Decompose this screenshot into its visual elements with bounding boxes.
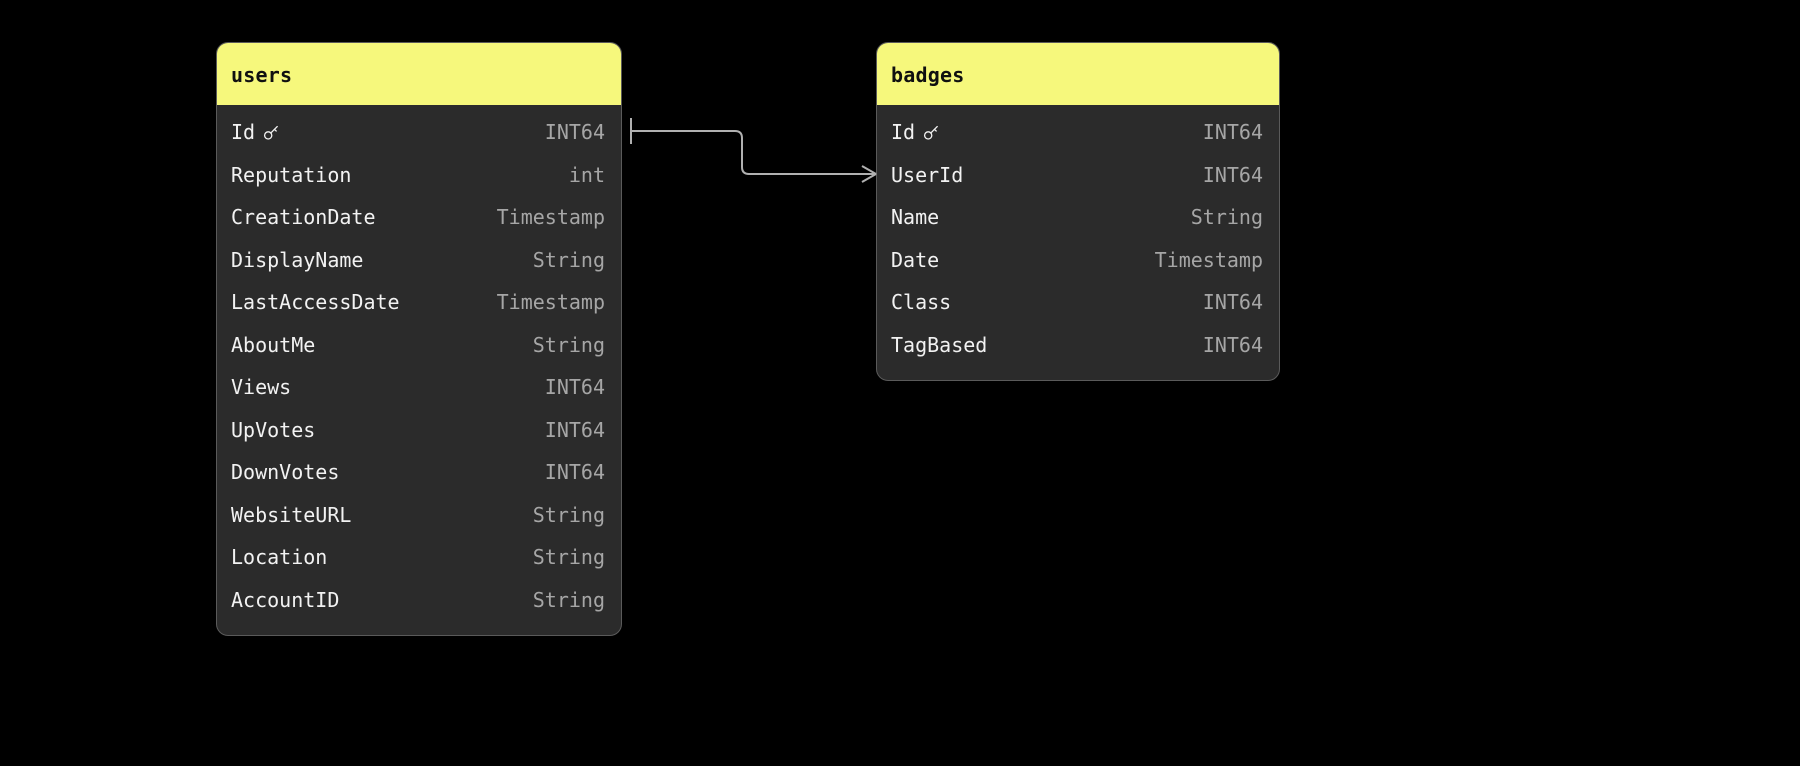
entity-badges[interactable]: badges Id INT64 UserId INT6 (876, 42, 1280, 381)
field-row-users-id[interactable]: Id INT64 (217, 111, 621, 154)
field-name: DisplayName (231, 247, 364, 272)
field-type: Timestamp (1154, 247, 1263, 272)
entity-users-title: users (217, 43, 621, 105)
crows-foot-marker (860, 165, 877, 183)
relationship-line (631, 130, 866, 175)
field-name: CreationDate (231, 205, 376, 230)
field-name: DownVotes (231, 460, 340, 485)
field-type: Timestamp (496, 290, 605, 315)
field-name: Date (891, 247, 940, 272)
field-row-badges-class[interactable]: Class INT64 (877, 281, 1279, 324)
field-row-users-lastaccessdate[interactable]: LastAccessDate Timestamp (217, 281, 621, 324)
field-type: String (532, 332, 605, 357)
entity-users-fields: Id INT64 Reputation int CreationDate (217, 105, 621, 635)
field-type: String (532, 247, 605, 272)
field-row-users-creationdate[interactable]: CreationDate Timestamp (217, 196, 621, 239)
field-type: INT64 (544, 375, 605, 400)
field-row-badges-date[interactable]: Date Timestamp (877, 239, 1279, 282)
field-row-badges-tagbased[interactable]: TagBased INT64 (877, 324, 1279, 367)
field-type: String (532, 587, 605, 612)
field-label: Id (891, 120, 916, 145)
field-row-users-views[interactable]: Views INT64 (217, 366, 621, 409)
field-label: Id (231, 120, 256, 145)
field-row-users-location[interactable]: Location String (217, 536, 621, 579)
field-name: AccountID (231, 587, 340, 612)
entity-badges-fields: Id INT64 UserId INT64 Name S (877, 105, 1279, 380)
field-name: AboutMe (231, 332, 316, 357)
field-type: INT64 (544, 120, 605, 145)
entity-badges-title: badges (877, 43, 1279, 105)
field-row-badges-userid[interactable]: UserId INT64 (877, 154, 1279, 197)
field-type: Timestamp (496, 205, 605, 230)
field-type: INT64 (1202, 290, 1263, 315)
field-type: int (568, 162, 605, 187)
field-type: INT64 (544, 417, 605, 442)
entity-users[interactable]: users Id INT64 Reputation i (216, 42, 622, 636)
field-name: Location (231, 545, 328, 570)
field-row-users-websiteurl[interactable]: WebsiteURL String (217, 494, 621, 537)
field-type: INT64 (1202, 120, 1263, 145)
field-row-users-aboutme[interactable]: AboutMe String (217, 324, 621, 367)
field-row-badges-id[interactable]: Id INT64 (877, 111, 1279, 154)
key-icon (262, 124, 280, 142)
field-type: INT64 (1202, 162, 1263, 187)
field-type: String (532, 545, 605, 570)
field-name: LastAccessDate (231, 290, 400, 315)
field-row-users-accountid[interactable]: AccountID String (217, 579, 621, 622)
field-name: Id (231, 120, 280, 144)
field-row-users-downvotes[interactable]: DownVotes INT64 (217, 451, 621, 494)
field-type: INT64 (1202, 332, 1263, 357)
field-row-users-upvotes[interactable]: UpVotes INT64 (217, 409, 621, 452)
field-name: Class (891, 290, 952, 315)
field-type: String (532, 502, 605, 527)
field-name: WebsiteURL (231, 502, 352, 527)
field-type: INT64 (544, 460, 605, 485)
field-name: Name (891, 205, 940, 230)
field-name: Reputation (231, 162, 352, 187)
field-name: Views (231, 375, 292, 400)
field-row-badges-name[interactable]: Name String (877, 196, 1279, 239)
field-row-users-reputation[interactable]: Reputation int (217, 154, 621, 197)
field-name: UserId (891, 162, 964, 187)
field-type: String (1190, 205, 1263, 230)
field-name: Id (891, 120, 940, 144)
field-name: UpVotes (231, 417, 316, 442)
field-name: TagBased (891, 332, 988, 357)
key-icon (922, 124, 940, 142)
field-row-users-displayname[interactable]: DisplayName String (217, 239, 621, 282)
